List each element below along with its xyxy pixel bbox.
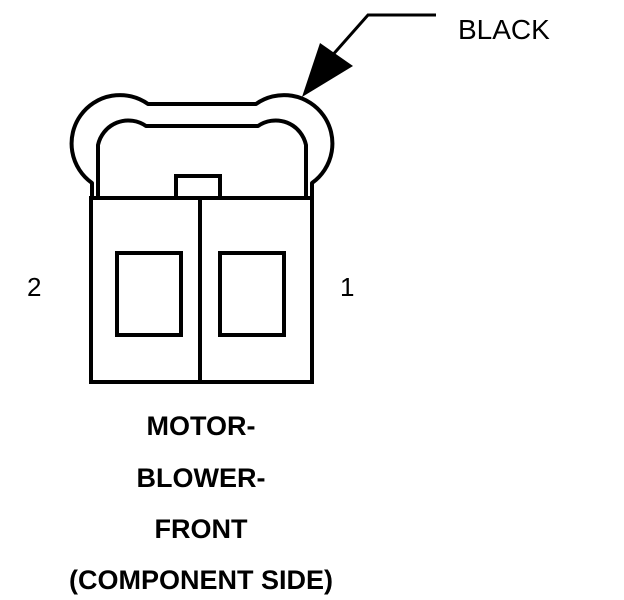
title-line-1: MOTOR- bbox=[147, 411, 256, 441]
pin-1-label: 1 bbox=[340, 272, 354, 302]
callout-arrowhead bbox=[302, 43, 353, 97]
pin-2-label: 2 bbox=[27, 272, 41, 302]
title-line-4: (COMPONENT SIDE) bbox=[69, 565, 333, 595]
cavity-pin-2 bbox=[115, 251, 183, 337]
title-line-2: BLOWER- bbox=[137, 463, 266, 493]
latch-outer-outline bbox=[69, 93, 335, 198]
locking-tab bbox=[174, 174, 222, 200]
callout-leader-line bbox=[328, 13, 436, 59]
housing-color-label: BLACK bbox=[458, 14, 550, 45]
cavity-pin-1 bbox=[218, 251, 286, 337]
latch-inner-outline bbox=[96, 118, 308, 198]
title-line-3: FRONT bbox=[155, 514, 248, 544]
